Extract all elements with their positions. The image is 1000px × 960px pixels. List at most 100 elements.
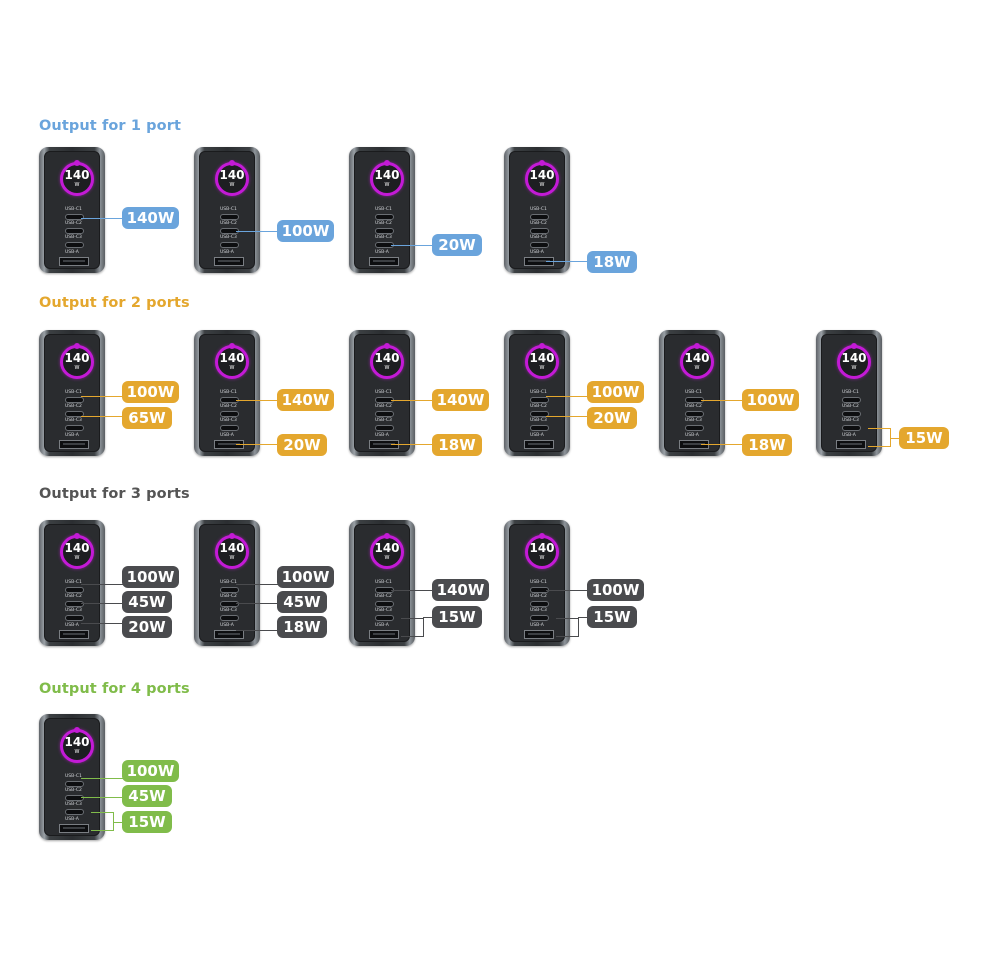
port-label: USB-A [842, 433, 856, 438]
ring-indicator-dot [74, 160, 80, 166]
charger-wattage-unit: W [539, 365, 545, 371]
usb-c-port [65, 242, 84, 248]
output-connector-line [546, 261, 588, 262]
port-label: USB-C2 [220, 404, 237, 409]
port-label: USB-C2 [685, 404, 702, 409]
port-label: USB-C1 [65, 774, 82, 779]
usb-c-port [65, 795, 84, 801]
usb-c-port [530, 242, 549, 248]
charger-wattage: 140 [374, 541, 400, 555]
charger-wattage-unit: W [229, 365, 235, 371]
output-connector-line [391, 245, 433, 246]
output-wattage-pill: 20W [432, 234, 482, 256]
ring-indicator-dot [539, 343, 545, 349]
usb-c-port [65, 397, 84, 403]
port-label: USB-C2 [375, 221, 392, 226]
port-label: USB-C2 [65, 594, 82, 599]
charger-wattage-unit: W [384, 365, 390, 371]
output-wattage-pill: 45W [122, 591, 172, 613]
ring-indicator-dot [851, 343, 857, 349]
charger-wattage: 140 [219, 168, 245, 182]
ring-indicator-dot [74, 727, 80, 733]
charger-wattage-unit: W [539, 182, 545, 188]
ring-indicator-dot [539, 533, 545, 539]
output-connector-line [81, 797, 123, 798]
combined-port-bracket [868, 428, 891, 447]
usb-a-port [214, 630, 244, 639]
port-label: USB-A [530, 623, 544, 628]
port-label: USB-C3 [685, 418, 702, 423]
output-wattage-pill: 15W [432, 606, 482, 628]
output-connector-line [81, 416, 123, 417]
port-label: USB-C3 [530, 608, 547, 613]
usb-c-port [842, 411, 861, 417]
port-label: USB-C3 [220, 235, 237, 240]
charger-wattage: 140 [219, 541, 245, 555]
port-label: USB-C3 [530, 418, 547, 423]
output-wattage-pill: 45W [277, 591, 327, 613]
output-connector-line [81, 396, 123, 397]
ring-indicator-dot [384, 160, 390, 166]
port-label: USB-C1 [65, 390, 82, 395]
usb-c-port [65, 228, 84, 234]
usb-c-port [220, 587, 239, 593]
port-label: USB-C2 [530, 594, 547, 599]
output-wattage-pill: 100W [277, 220, 334, 242]
output-wattage-pill: 100W [587, 381, 644, 403]
output-connector-line [701, 444, 743, 445]
usb-c-port [65, 781, 84, 787]
charger-wattage-unit: W [694, 365, 700, 371]
usb-c-port [220, 411, 239, 417]
port-label: USB-C2 [220, 594, 237, 599]
port-label: USB-C1 [65, 580, 82, 585]
usb-a-port [214, 257, 244, 266]
charger-wattage-unit: W [74, 749, 80, 755]
usb-c-port [375, 411, 394, 417]
charger-wattage: 140 [64, 735, 90, 749]
combined-port-bracket [91, 812, 114, 831]
ring-indicator-dot [539, 160, 545, 166]
charger-wattage-unit: W [229, 182, 235, 188]
port-label: USB-C1 [842, 390, 859, 395]
output-wattage-pill: 18W [277, 616, 327, 638]
usb-c-port [375, 214, 394, 220]
port-label: USB-C2 [375, 404, 392, 409]
port-label: USB-C1 [220, 390, 237, 395]
usb-c-port [375, 601, 394, 607]
port-label: USB-A [530, 433, 544, 438]
usb-c-port [220, 425, 239, 431]
usb-c-port [220, 601, 239, 607]
usb-a-port [524, 630, 554, 639]
charger-wattage-unit: W [229, 555, 235, 561]
ring-indicator-dot [384, 533, 390, 539]
charger-wattage: 140 [64, 351, 90, 365]
output-wattage-pill: 18W [432, 434, 482, 456]
usb-a-port [836, 440, 866, 449]
output-connector-line [113, 822, 123, 823]
output-wattage-pill: 15W [122, 811, 172, 833]
charger-wattage-unit: W [539, 555, 545, 561]
port-label: USB-C1 [685, 390, 702, 395]
output-wattage-pill: 100W [122, 760, 179, 782]
usb-a-port [524, 440, 554, 449]
output-connector-line [236, 231, 278, 232]
usb-a-port [59, 440, 89, 449]
usb-c-port [685, 411, 704, 417]
usb-a-port [59, 630, 89, 639]
charger-wattage-unit: W [384, 182, 390, 188]
port-label: USB-C1 [375, 207, 392, 212]
port-label: USB-C2 [530, 221, 547, 226]
